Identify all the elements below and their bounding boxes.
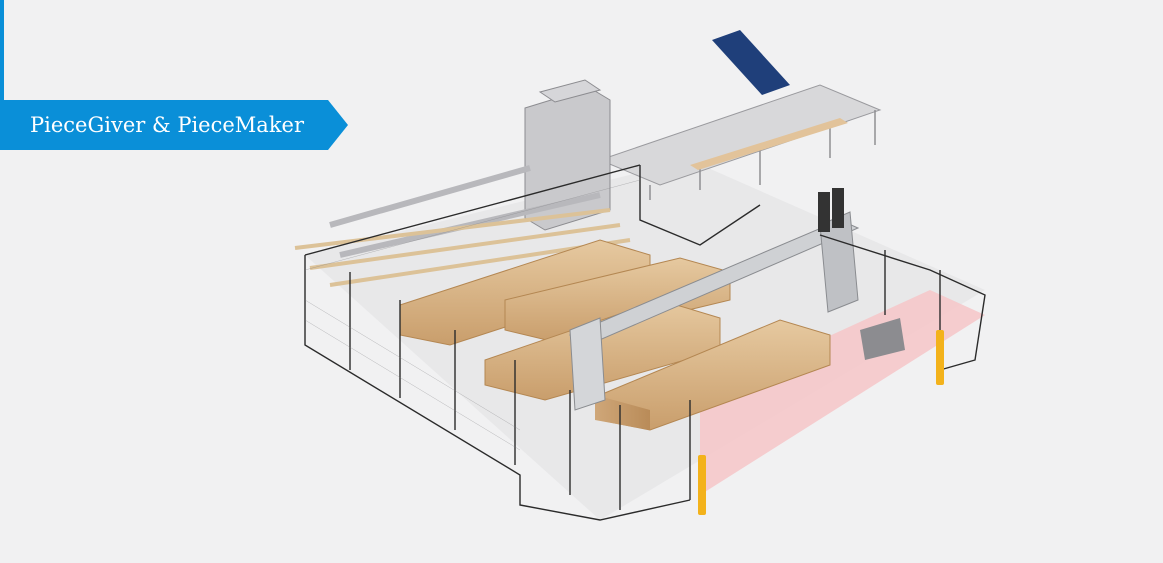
- bollards: [698, 330, 944, 515]
- gantry-robot: [568, 188, 905, 411]
- safety-fence: [304, 164, 986, 521]
- accent-line: [0, 0, 4, 100]
- safety-zone: [700, 290, 985, 495]
- title-banner: PieceGiver & PieceMaker: [0, 100, 348, 150]
- timber-stacks: [399, 239, 831, 431]
- conveyor-belt: [712, 30, 790, 95]
- banner-title: PieceGiver & PieceMaker: [30, 113, 305, 137]
